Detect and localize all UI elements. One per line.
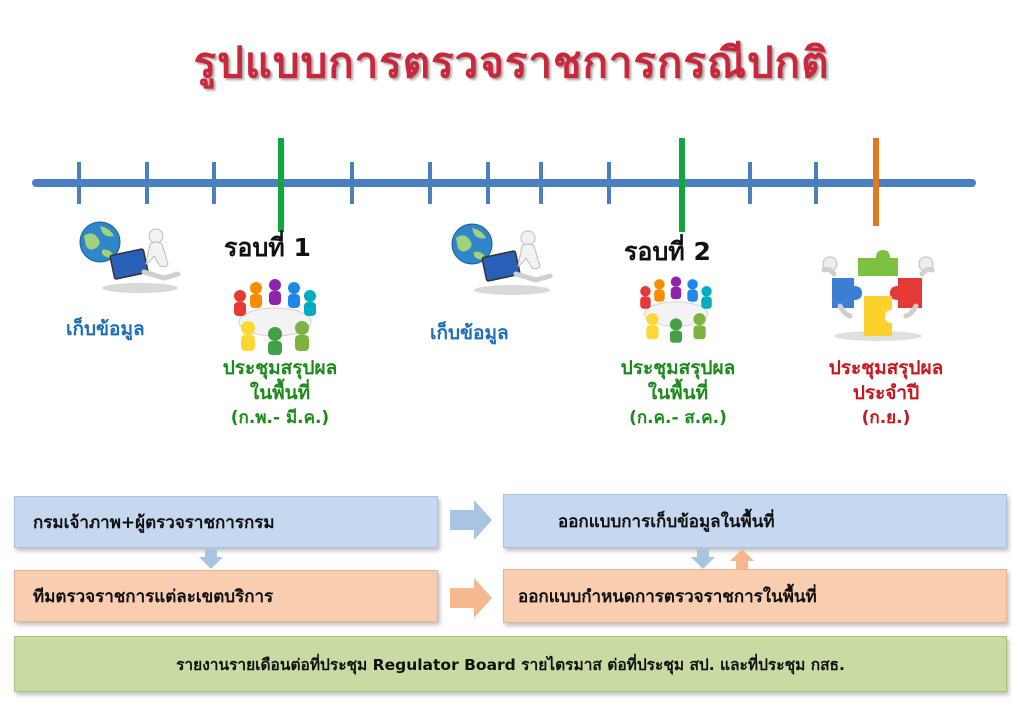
round2-label: รอบที่ 2 — [624, 237, 711, 266]
globe-computer-icon — [70, 212, 182, 296]
design-inspect-text: ออกแบบกำหนดการตรวจราชการในพื้นที่ — [518, 586, 817, 607]
puzzle-team-icon — [821, 250, 935, 341]
team-box: ทีมตรวจราชการแต่ละเขตบริการ — [14, 570, 438, 622]
meeting-period: (ก.ย.) — [861, 408, 911, 428]
annual-meeting: ประชุมสรุปผล ประจำปี (ก.ย.) — [786, 356, 986, 431]
design-collect-text: ออกแบบการเก็บข้อมูลในพื้นที่ — [558, 511, 775, 532]
meeting-title: ประชุมสรุปผล — [620, 357, 736, 379]
arrow-up-icon — [730, 549, 754, 569]
dept-host-text: กรมเจ้าภาพ+ผู้ตรวจราชการกรม — [33, 512, 275, 533]
meeting-circle-icon — [640, 276, 712, 343]
timeline-ticks — [77, 162, 818, 204]
arrow-down-icon — [691, 549, 715, 569]
meeting-title: ประชุมสรุปผล — [222, 357, 338, 379]
meeting-subtitle: ในพื้นที่ — [249, 382, 311, 404]
area-meeting-2: ประชุมสรุปผล ในพื้นที่ (ก.ค.- ส.ค.) — [578, 356, 778, 431]
meeting-subtitle: ประจำปี — [852, 382, 920, 404]
meeting-period: (ก.พ.- มี.ค.) — [230, 408, 330, 428]
area-meeting-1: ประชุมสรุปผล ในพื้นที่ (ก.พ.- มี.ค.) — [180, 356, 380, 431]
collect-data-label: เก็บข้อมูล — [66, 318, 145, 340]
collect-data-label: เก็บข้อมูล — [430, 322, 509, 344]
meeting-period: (ก.ค.- ส.ค.) — [629, 408, 727, 428]
meeting-circle-icon — [234, 279, 316, 355]
report-box: รายงานรายเดือนต่อที่ประชุม Regulator Boa… — [14, 636, 1007, 692]
dept-host-box: กรมเจ้าภาพ+ผู้ตรวจราชการกรม — [14, 496, 438, 548]
arrow-right-icon — [450, 578, 492, 618]
globe-computer-icon — [442, 214, 554, 298]
round1-label: รอบที่ 1 — [224, 233, 311, 262]
design-collect-box: ออกแบบการเก็บข้อมูลในพื้นที่ — [503, 494, 1007, 548]
arrow-down-icon — [199, 549, 223, 569]
meeting-subtitle: ในพื้นที่ — [647, 382, 709, 404]
arrow-right-icon — [450, 500, 492, 540]
timeline — [32, 138, 976, 232]
page-title: รูปแบบการตรวจราชการกรณีปกติ — [193, 38, 830, 87]
report-text: รายงานรายเดือนต่อที่ประชุม Regulator Boa… — [176, 655, 845, 674]
meeting-title: ประชุมสรุปผล — [828, 357, 944, 379]
design-inspect-box: ออกแบบกำหนดการตรวจราชการในพื้นที่ — [503, 569, 1007, 623]
team-text: ทีมตรวจราชการแต่ละเขตบริการ — [33, 586, 274, 607]
